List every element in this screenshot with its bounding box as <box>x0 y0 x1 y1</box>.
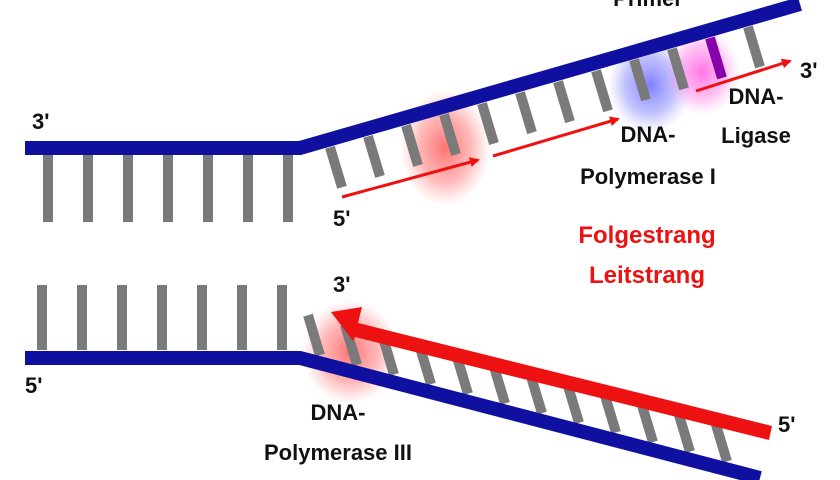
label-ligase-line1: DNA- <box>729 84 784 109</box>
backbones <box>25 0 802 480</box>
labels: 3' 3' 5' Primer DNA- Polymerase I DNA- L… <box>25 0 817 465</box>
base-pair-rung <box>401 124 423 167</box>
label-top-left-3prime: 3' <box>32 109 49 134</box>
label-okazaki-5prime: 5' <box>333 206 350 231</box>
base-pair-rung <box>591 69 613 113</box>
label-bottom-right-5prime: 5' <box>778 412 795 437</box>
ligase-glow <box>664 28 740 116</box>
base-pair-rung <box>636 400 658 444</box>
label-dna-pol3-line1: DNA- <box>311 400 366 425</box>
base-pair-rung <box>710 419 732 463</box>
base-pair-rung <box>439 113 461 156</box>
legend-leading-strand: Leitstrang <box>589 262 705 289</box>
base-pair-rung <box>515 91 537 135</box>
okazaki-fragment-2 <box>492 116 620 158</box>
base-pair-rung <box>743 25 765 69</box>
label-ligase-line2: Ligase <box>721 123 791 148</box>
legend-lagging-strand: Folgestrang <box>578 222 715 249</box>
base-pair-rung <box>667 47 689 91</box>
base-pair-rung <box>363 134 385 178</box>
label-dna-pol3-line2: Polymerase III <box>264 440 412 465</box>
new-strands <box>331 58 792 440</box>
base-pair-rung <box>629 58 651 102</box>
base-pair-rung <box>673 410 695 454</box>
label-bottom-leading-3prime: 3' <box>333 272 350 297</box>
base-pair-rung <box>325 145 347 189</box>
label-primer: Primer <box>613 0 683 11</box>
label-dna-pol1-line2: Polymerase I <box>580 164 716 189</box>
label-top-right-3prime: 3' <box>800 58 817 83</box>
okazaki-fragment-1 <box>341 157 480 199</box>
label-bottom-left-5prime: 5' <box>25 373 42 398</box>
base-pair-rung <box>303 313 325 357</box>
label-dna-pol1-line1: DNA- <box>621 122 676 147</box>
base-pair-rung <box>553 80 575 124</box>
base-pair-rung <box>477 102 499 146</box>
leading-strand-arrow <box>331 307 772 440</box>
top-template-backbone <box>25 0 802 155</box>
okazaki-fragment-3 <box>695 58 792 93</box>
bottom-template-backbone <box>25 351 762 480</box>
primer-rung <box>705 36 727 80</box>
